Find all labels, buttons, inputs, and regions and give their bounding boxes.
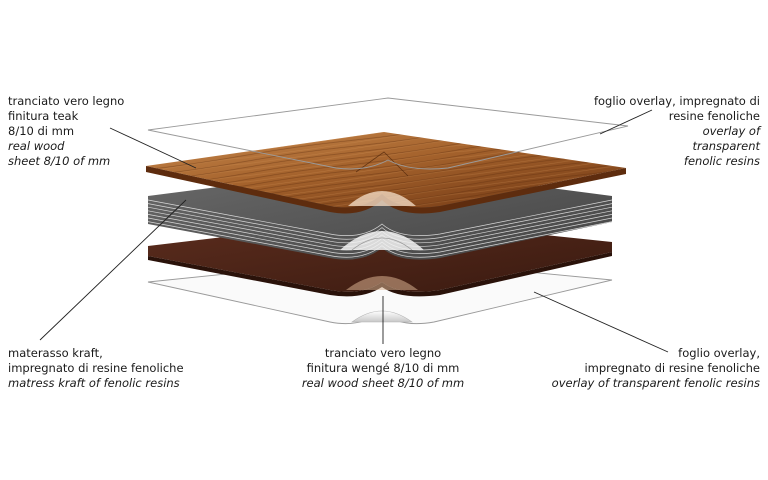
label-text: 8/10 di mm (8, 124, 75, 138)
label-text: foglio overlay, impregnato di (593, 94, 760, 108)
kraft-sheet-edge (147, 199, 613, 236)
label-text: resine fenoliche (668, 109, 760, 123)
label-text: foglio overlay, (678, 346, 760, 360)
label-wenge-veneer: tranciato vero legno finitura wengé 8/10… (283, 346, 483, 391)
label-text: tranciato vero legno (324, 346, 442, 360)
label-kraft-core: materasso kraft, impregnato di resine fe… (8, 346, 184, 391)
label-text-en: fenolic resins (683, 154, 760, 168)
label-text: impregnato di resine fenoliche (584, 361, 760, 375)
label-text: materasso kraft, (8, 346, 103, 360)
label-text-en: overlay of (702, 124, 760, 138)
kraft-sheet-edge (147, 203, 613, 240)
label-text: impregnato di resine fenoliche (8, 361, 184, 375)
leader-bottom-left (39, 199, 187, 341)
leader-lines (39, 109, 669, 353)
label-text-en: matress kraft of fenolic resins (8, 376, 180, 390)
leader-bottom-right (533, 291, 669, 353)
leader-top-left (109, 127, 197, 169)
label-text: finitura teak (8, 109, 79, 123)
label-text: tranciato vero legno (8, 94, 125, 108)
label-bottom-overlay: foglio overlay, impregnato di resine fen… (552, 346, 760, 391)
label-text: finitura wengé 8/10 di mm (306, 361, 460, 375)
label-text-en: transparent (692, 139, 760, 153)
label-teak-veneer: tranciato vero legno finitura teak 8/10 … (8, 94, 124, 169)
teak-wood-sheet (146, 132, 626, 214)
leader-top-right (599, 109, 653, 135)
label-text-en: real wood sheet 8/10 of mm (301, 376, 465, 390)
label-text-en: overlay of transparent fenolic resins (551, 376, 760, 390)
label-top-overlay: foglio overlay, impregnato di resine fen… (594, 94, 760, 169)
label-text-en: sheet 8/10 of mm (8, 154, 111, 168)
top-overlay-sheet (147, 97, 629, 170)
label-text-en: real wood (8, 139, 65, 153)
